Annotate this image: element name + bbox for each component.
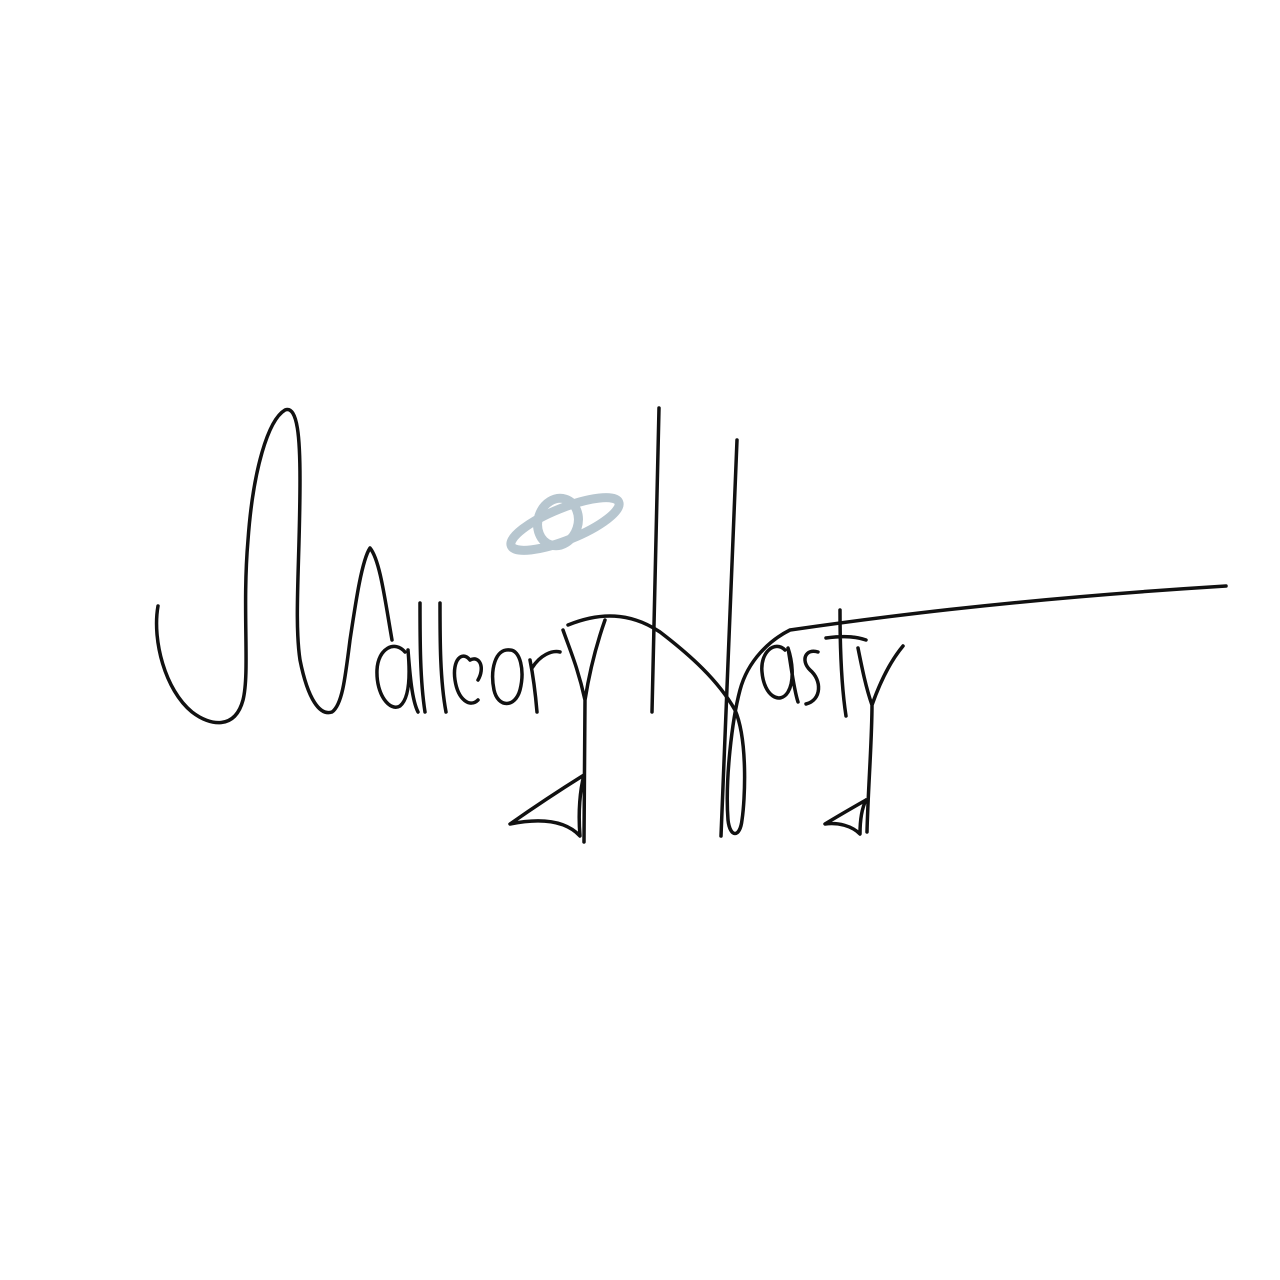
stroke-letter-t — [824, 608, 868, 718]
planet-icon — [506, 493, 624, 555]
stroke-letter-h-right — [719, 438, 739, 838]
stroke-letter-a2 — [760, 644, 800, 704]
stroke-letter-m — [154, 407, 394, 725]
stroke-letter-h-left — [650, 406, 661, 714]
stroke-letter-o — [490, 648, 524, 706]
stroke-letter-l1 — [418, 601, 427, 714]
stroke-letter-a — [375, 644, 420, 714]
stroke-letter-e — [452, 654, 483, 705]
stroke-letter-l2 — [438, 601, 448, 714]
stroke-letter-y2 — [823, 644, 905, 836]
stroke-connector — [566, 584, 1228, 836]
stroke-letter-y — [508, 618, 607, 844]
planet-body — [533, 493, 583, 551]
stroke-letter-s — [803, 649, 821, 706]
stroke-letter-r — [528, 649, 562, 714]
